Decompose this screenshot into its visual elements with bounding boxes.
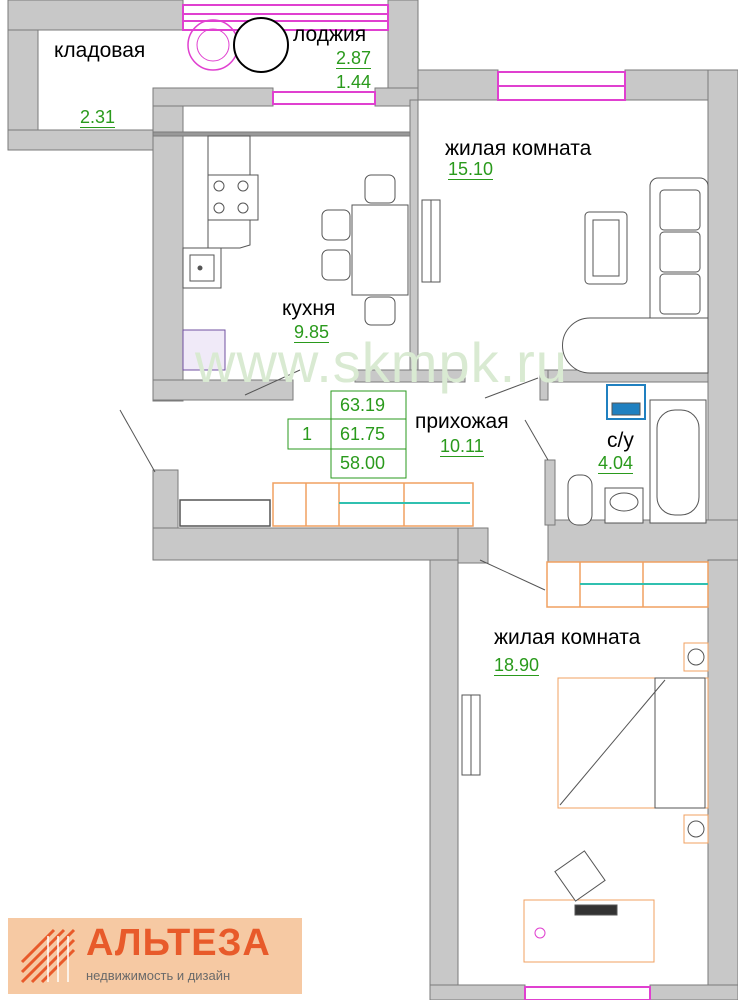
door-lines — [119, 369, 549, 591]
bedroom-wardrobe — [546, 561, 709, 608]
room-area-loggia-reduced: 1.44 — [336, 72, 372, 92]
room-area-storage: 2.31 — [80, 107, 116, 128]
brand-tagline: недвижимость и дизайн — [86, 968, 231, 983]
room-area-living1: 15.10 — [448, 159, 494, 180]
living1-furniture — [562, 177, 709, 374]
room-label-bathroom: с/у — [607, 429, 634, 452]
room-label-hallway: прихожая — [415, 410, 509, 433]
kitchen-furniture — [182, 135, 441, 371]
room-area-bathroom: 4.04 — [598, 453, 634, 474]
walls — [7, 0, 738, 1000]
living-area: 58.00 — [340, 453, 386, 473]
loggia-plants — [187, 17, 289, 73]
hallway-wardrobe — [179, 482, 474, 527]
rooms-count: 1 — [302, 424, 313, 444]
area-reduced: 61.75 — [340, 424, 386, 444]
bedroom-furniture — [461, 642, 709, 963]
room-area-kitchen: 9.85 — [294, 322, 330, 343]
room-area-living2: 18.90 — [494, 655, 540, 676]
room-label-living1: жилая комната — [445, 137, 592, 160]
room-area-hallway: 10.11 — [440, 436, 484, 457]
total-area: 63.19 — [340, 395, 386, 415]
brand-name: АЛЬТЕЗА — [86, 922, 271, 964]
watermark: www.skmpk.ru — [195, 331, 568, 394]
bathroom-fixtures — [567, 384, 707, 526]
room-label-kitchen: кухня — [282, 297, 336, 320]
room-label-storage: кладовая — [54, 39, 146, 62]
room-label-living2: жилая комната — [494, 626, 641, 649]
room-label-loggia: лоджия — [293, 23, 367, 46]
summary-table — [287, 390, 407, 479]
brand-logo: АЛЬТЕЗА недвижимость и дизайн — [8, 918, 302, 994]
room-area-loggia: 2.87 — [336, 48, 372, 69]
brand-logo-icon — [18, 926, 78, 986]
